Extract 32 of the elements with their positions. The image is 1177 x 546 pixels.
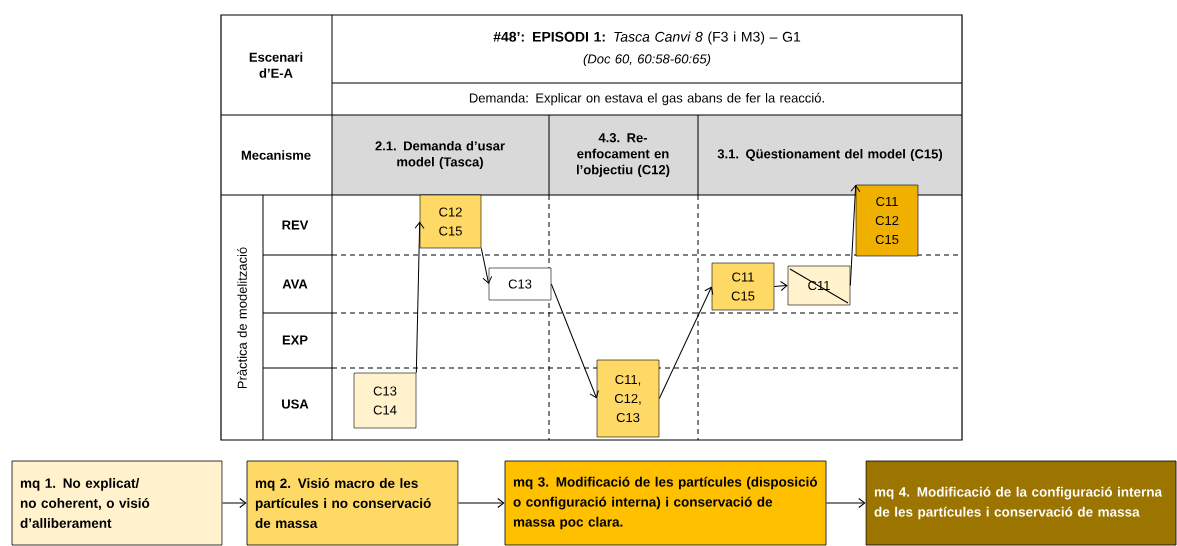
model-box: mq 4. Modificació de la configuració interna de les partícules i conservació de massa: [865, 460, 1177, 546]
column-header: 2.1. Demanda d’usar model (Tasca): [375, 140, 505, 170]
code-box: C11 C15: [711, 262, 775, 311]
arrow: [480, 247, 493, 284]
task-demand: Demanda: Explicar on estava el gas abans de fer la reacció.: [469, 92, 824, 106]
model-box: mq 3. Modificació de les partícules (disposició o configuració interna) i conservació de massa poc clara.: [504, 460, 827, 546]
arrow: [773, 281, 788, 291]
row-label: REV: [282, 220, 309, 230]
title: #48’: EPISODI 1: Tasca Canvi 8 (F3 i M3) – G1: [493, 31, 801, 45]
code-box: C13: [488, 267, 552, 301]
row-header: Escenari d’E-A: [249, 52, 303, 78]
model-box: mq 2. Visió macro de les partícules i no conservació de massa: [246, 460, 459, 546]
column-header: 3.1. Qüestionament del model (C15): [717, 148, 943, 162]
arrow: [658, 286, 714, 399]
row-header: Mecanisme: [241, 150, 311, 160]
row-label: AVA: [282, 279, 308, 289]
source-reference: (Doc 60, 60:58-60:65): [583, 53, 711, 67]
row-header: Pràctica de modelització: [237, 247, 247, 389]
arrow: [221, 498, 247, 508]
code-box: C11, C12, C13: [596, 359, 660, 438]
model-box: mq 1. No explicat/ no coherent, o visió d’alliberament: [11, 460, 223, 546]
arrow: [414, 221, 425, 374]
code-box: C13 C14: [353, 372, 417, 429]
code-box: C11 C12 C15: [855, 184, 919, 257]
column-header: 4.3. Re-enfocament en l’objectiu (C12): [576, 133, 670, 177]
row-label: USA: [282, 399, 309, 409]
arrow: [457, 498, 505, 508]
arrow: [849, 185, 861, 286]
arrow: [825, 498, 866, 508]
row-label: EXP: [282, 335, 308, 345]
arrow: [550, 283, 599, 399]
code-box: C12 C15: [419, 194, 482, 249]
